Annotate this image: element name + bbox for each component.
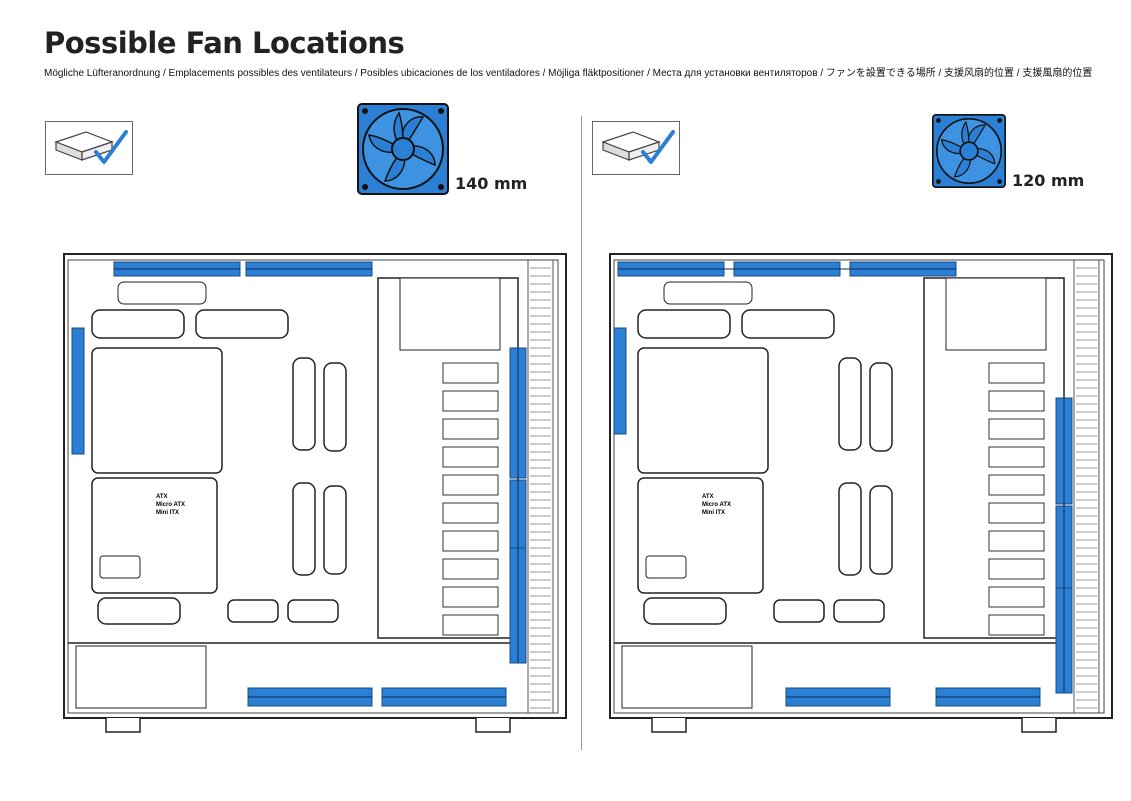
fan-size-label: 120 mm — [1012, 171, 1085, 190]
panel-divider — [581, 116, 582, 750]
label-micro-atx: Micro ATX — [702, 502, 731, 508]
page-title: Possible Fan Locations — [44, 26, 405, 60]
drive-checkmark-icon — [592, 121, 680, 175]
page-subtitle: Mögliche Lüfteranordnung / Emplacements … — [44, 68, 1093, 79]
fan-icon — [357, 103, 449, 195]
label-mini-itx: Mini ITX — [156, 510, 179, 516]
label-atx: ATX — [702, 494, 714, 500]
drive-checkmark-icon — [45, 121, 133, 175]
case-diagram: ATX Micro ATX Mini ITX — [63, 253, 567, 733]
label-mini-itx: Mini ITX — [702, 510, 725, 516]
label-micro-atx: Micro ATX — [156, 502, 185, 508]
fan-size-label: 140 mm — [455, 174, 528, 193]
label-atx: ATX — [156, 494, 168, 500]
case-diagram: ATX Micro ATX Mini ITX — [609, 253, 1113, 733]
fan-icon — [932, 114, 1006, 188]
